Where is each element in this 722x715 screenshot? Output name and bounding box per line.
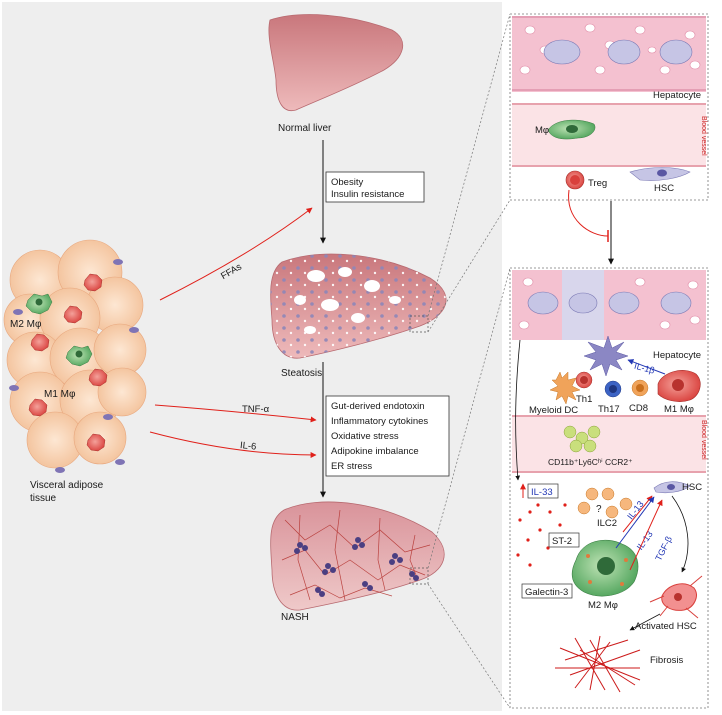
m2-liver-label: M2 Mφ [588,600,618,611]
st2-box [548,532,580,548]
hepatocyte-top-label: Hepatocyte [653,90,701,101]
vessel-top [512,104,706,166]
il33-box [527,483,559,499]
normal-liver-label: Normal liver [278,123,332,134]
myeloid-dc-label: Myeloid DC [529,405,578,416]
hsc-cell-top [629,167,691,181]
mphi-top-label: Mφ [535,125,549,136]
m2-adipose-label: M2 Mφ [10,319,42,330]
adipose-tissue [3,239,147,473]
nash-zoom-box [409,567,429,585]
arrow-tnf [154,404,317,423]
ilc2-cells [577,487,633,519]
dying-hepatocyte-star [583,335,629,377]
arrow-hsc-activation [671,495,689,573]
box-obesity [325,171,425,203]
m1-macrophage-liver [657,370,701,402]
il6-label: IL-6 [239,440,256,453]
visceral-label-1: Visceral adipose [30,480,104,491]
activated-hsc-cell [649,575,703,619]
visceral-label-2: tissue [30,493,57,504]
normal-liver-shape [268,14,404,112]
treg-inhibition-arrow [568,189,609,237]
ilc2-label: ILC2 [597,518,617,529]
box2-line3: Oxidative stress [331,431,399,442]
vessel-bottom [512,416,706,472]
myeloid-dc-cell [549,371,581,405]
arrow-ffas [159,207,313,301]
hepatocyte-bottom-label: Hepatocyte [653,350,701,361]
st2-label: ST-2 [552,536,572,547]
m1-liver-label: M1 Mφ [664,404,694,415]
zoom-line-d [427,583,511,709]
box1-line1: Obesity [331,177,363,188]
zoom-line-a [427,13,511,317]
treg-cell [565,170,585,190]
arrow-il13-a [622,495,653,533]
nash-cell-clusters [294,537,419,597]
steatosis-label: Steatosis [281,368,322,379]
cd8-label: CD8 [629,403,648,414]
il33-label: IL-33 [531,487,553,498]
arrow-il1b [627,359,666,375]
m2-macrophage-adipose [25,293,53,315]
nash-label: NASH [281,612,309,623]
fibrosis-label: Fibrosis [650,655,684,666]
treg-label: Treg [588,178,607,189]
activated-hsc-label: Activated HSC [635,621,697,632]
box-hits [325,395,450,477]
m2-macrophage-liver [571,539,639,597]
box2-line5: ER stress [331,461,372,472]
cd8-cell [631,379,649,397]
steatosis-zoom-box [409,315,429,333]
zoom-line-b [427,199,511,333]
hsc-top-label: HSC [654,183,674,194]
arrow-il13-b [615,496,655,549]
th1-cell [575,371,593,389]
arrow-hsc-to-fibrosis [629,613,661,631]
il33-particles [516,503,567,567]
steatosis-large-droplets [294,267,401,334]
blood-vessel-bottom-label: Blood vessel [700,420,707,460]
box2-line1: Gut-derived endotoxin [331,401,424,412]
box1-line2: Insulin resistance [331,189,404,200]
arrow-tgfb [629,499,663,571]
cd11b-label: CD11b⁺Ly6Cʰⁱ CCR2⁺ [548,457,633,467]
box2-line4: Adipokine imbalance [331,446,419,457]
m1-macrophage-adipose [28,273,108,452]
hepatocyte-layer-bottom [512,270,706,340]
th17-label: Th17 [598,404,620,415]
th17-cell [604,380,622,398]
macrophage-top [547,119,596,140]
galectin3-label: Galectin-3 [525,587,568,598]
arrow-hepatocyte-to-il33 [515,339,521,481]
th1-label: Th1 [576,394,592,405]
fibrosis-fibers [555,635,641,693]
arrow-il6 [149,431,317,458]
tnf-label: TNF-α [242,404,270,415]
question-label: ? [596,504,602,515]
m1-adipose-label: M1 Mφ [44,389,76,400]
galectin3-box [521,583,573,599]
blood-vessel-top-label: Blood vessel [700,116,707,156]
nash-liver-shape [270,501,445,611]
m2-macrophage-adipose-2 [65,345,93,367]
hsc-bottom-label: HSC [682,482,702,493]
box2-line2: Inflammatory cytokines [331,416,428,427]
hsc-cell-bottom [653,481,691,494]
monocyte-cluster [563,425,601,453]
hepatocyte-layer-top [512,16,706,92]
